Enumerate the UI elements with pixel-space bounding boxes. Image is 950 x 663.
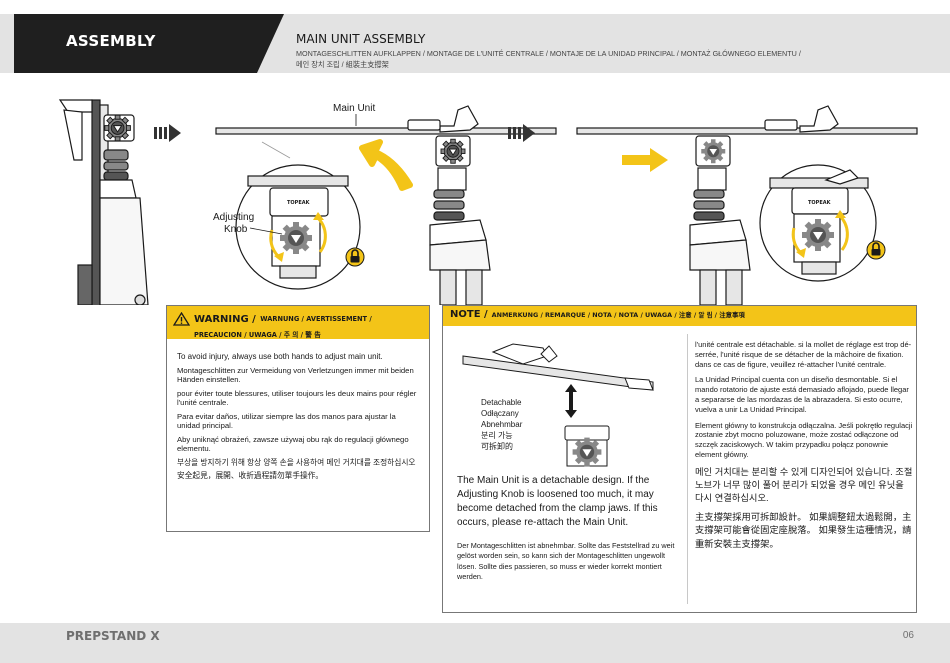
stand-folded [58,99,149,305]
page-title: MAIN UNIT ASSEMBLY [296,32,426,46]
detachable-illustration [462,343,654,467]
warning-ko: 부상을 방지하기 위해 항상 양쪽 손을 사용하여 메인 거치대를 조정하십시오 [177,457,416,467]
note-text-ko: 메인 거치대는 분리할 수 있게 디자인되어 있습니다. 조절 노브가 너무 많… [695,466,913,503]
push-arrow [622,148,668,172]
header-text: MAIN UNIT ASSEMBLY MONTAGESCHLITTEN AUFK… [296,32,936,70]
subtitle-line-2: 메인 장치 조립 / 組裝主支撐架 [296,60,389,69]
assembly-illustration: TOPEAK TOPEAK [58,99,918,305]
note-translations: l'unité centrale est détachable. si la m… [695,340,913,557]
stand-unfolding [215,105,557,305]
warning-box: WARNING / WARNUNG / AVERTISSEMENT / PREC… [166,305,430,532]
main-unit-label: Main Unit [333,103,375,114]
note-heading-rest: ANMERKUNG / REMARQUE / NOTA / NOTA / UWA… [491,311,745,319]
warning-heading-line2: PRECAUCION / UWAGA / 주 의 / 警 告 [194,331,321,339]
warning-fr: pour éviter toute blessures, utiliser to… [177,388,417,408]
lock-icon [866,240,886,260]
note-heading-main: NOTE / [450,309,488,320]
section-title: ASSEMBLY [66,32,156,50]
note-divider [687,334,688,604]
detachable-ko: 분리 가능 [481,431,513,440]
note-text-fr: l'unité centrale est détachable. si la m… [695,340,912,369]
detachable-pl: Odłączany [481,409,519,418]
note-header: NOTE / ANMERKUNG / REMARQUE / NOTA / NOT… [443,306,916,326]
warning-triangle-icon [173,312,190,326]
detachable-en: Detachable [481,398,522,407]
warning-de: Montageschlitten zur Vermeidung von Verl… [177,365,414,385]
brand-label: TOPEAK [287,200,311,206]
product-name: PREPSTAND X [66,629,160,643]
note-text-en: The Main Unit is a detachable design. If… [457,475,658,528]
note-text-de: Der Montageschlitten ist abnehmbar. Soll… [457,541,675,581]
note-text-es: La Unidad Principal cuenta con un diseño… [695,375,909,414]
zoom-detail-1: TOPEAK [235,141,361,290]
warning-heading-main: WARNING / [194,313,256,325]
detachable-labels: Detachable Odłączany Abnehmbar 분리 가능 可拆卸… [481,397,522,452]
zoom-detail-2: TOPEAK [759,164,877,282]
note-text-pl: Element główny to konstrukcja odłączalna… [695,420,913,459]
warning-es: Para evitar daños, utilizar siempre las … [177,411,396,431]
adjusting-knob-label-1: Adjusting [213,212,254,223]
page-number: 06 [902,630,914,641]
header: ASSEMBLY MAIN UNIT ASSEMBLY MONTAGESCHLI… [0,14,950,73]
warning-zh: 安全起見，展開、收折過程請勿單手操作。 [177,471,324,480]
adjusting-knob-label-2: Knob [224,224,248,235]
warning-heading-rest: WARNUNG / AVERTISSEMENT / [260,315,372,323]
stand-unfolded [576,105,918,305]
section-band: ASSEMBLY [14,14,284,73]
note-box: NOTE / ANMERKUNG / REMARQUE / NOTA / NOT… [442,305,917,613]
warning-body: To avoid injury, always use both hands t… [167,339,429,481]
detachable-de: Abnehmbar [481,420,523,429]
lock-icon [345,247,365,267]
warning-en: To avoid injury, always use both hands t… [177,352,383,361]
footer: PREPSTAND X 06 [0,623,950,663]
warning-header: WARNING / WARNUNG / AVERTISSEMENT / PREC… [167,306,429,339]
warning-pl: Aby uniknąć obrażeń, zawsze używaj obu r… [177,434,409,454]
note-text-zh: 主支撐架採用可拆卸設計。 如果調整鈕太過鬆開，主支撐架可能會從固定座脫落。 如果… [695,511,912,549]
brand-label: TOPEAK [808,200,832,206]
subtitle-line-1: MONTAGESCHLITTEN AUFKLAPPEN / MONTAGE DE… [296,49,801,58]
rotate-arrow [359,139,413,191]
detachable-zh: 可拆卸的 [481,442,513,451]
